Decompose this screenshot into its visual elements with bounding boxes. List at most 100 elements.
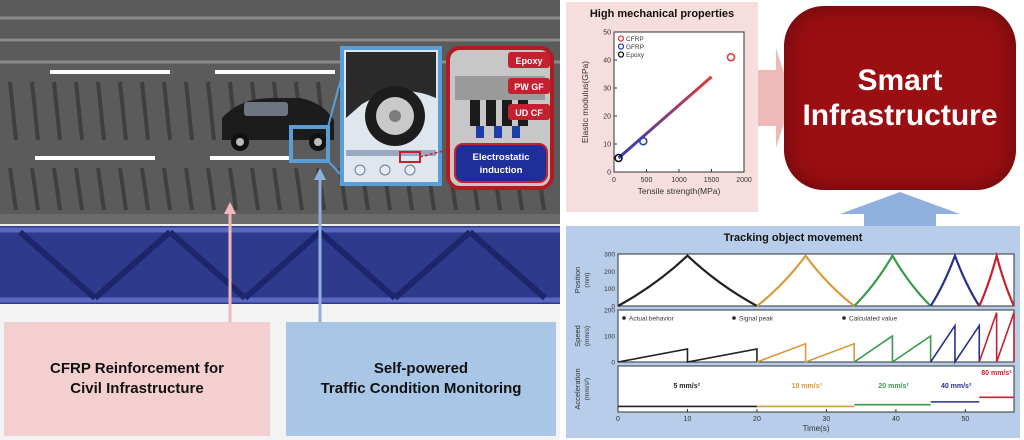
- y-tick-label: 20: [603, 114, 611, 121]
- car-icon: [222, 98, 334, 151]
- x-tick-label: 2000: [736, 177, 752, 184]
- legend-label: Epoxy: [626, 52, 645, 59]
- y-tick-label: 200: [604, 269, 615, 276]
- legend-marker: [617, 35, 625, 42]
- deck-slat: [8, 81, 18, 141]
- deck-slat: [206, 167, 216, 211]
- tire-zoom-inset: [340, 46, 456, 186]
- y-tick-label: 40: [603, 58, 611, 65]
- x-axis-label: Time(s): [803, 424, 830, 433]
- electrostatic-line-1: Electrostatic: [472, 152, 529, 163]
- data-point-epoxy: [614, 153, 623, 163]
- legend-label: Actual behavior: [629, 316, 675, 323]
- y-axis-label: Elastic modulus(GPa): [580, 61, 590, 143]
- y-axis-unit: (mm/s²): [584, 378, 591, 400]
- y-axis-unit: (mm/s): [584, 326, 591, 346]
- legend-marker: [617, 51, 625, 58]
- udcf-label: UD CF: [515, 108, 543, 118]
- sensor-highlight: [289, 125, 330, 163]
- y-axis-label: Acceleration: [573, 368, 582, 409]
- deck-slat: [272, 167, 282, 211]
- pwgf-tag: [508, 78, 550, 94]
- scatter-plot-area: [613, 31, 745, 173]
- tracking-title: Tracking object movement: [723, 232, 863, 244]
- y-axis-label: Position: [573, 267, 582, 294]
- deck-slat: [162, 167, 172, 211]
- accel-label: 20 mm/s²: [878, 383, 909, 390]
- electrostatic-line-2: induction: [480, 165, 523, 176]
- x-axis-label: Tensile strength(MPa): [638, 186, 721, 196]
- y-axis-label: Speed: [573, 325, 582, 347]
- pwgf-label: PW GF: [514, 82, 544, 92]
- deck-slat: [118, 167, 128, 211]
- accel-label: 80 mm/s²: [981, 370, 1012, 377]
- data-point-cfrp: [726, 52, 736, 62]
- x-tick-label: 1000: [671, 177, 687, 184]
- deck-slat: [52, 167, 62, 211]
- legend-marker: [732, 316, 736, 320]
- accel-label: 40 mm/s²: [941, 383, 972, 390]
- legend-marker: [842, 316, 846, 320]
- pink-arrow-to-smart: [758, 48, 792, 148]
- bridge-illustration: Epoxy PW GF UD CF Electrostatic inductio…: [0, 0, 560, 440]
- tracking-panel-2: [617, 365, 1015, 413]
- x-tick-label: 1500: [704, 177, 720, 184]
- udcf-tag: [508, 104, 550, 120]
- material-layer-inset: Epoxy PW GF UD CF Electrostatic inductio…: [446, 46, 554, 190]
- smart-infrastructure-label: Smart Infrastructure: [802, 63, 998, 132]
- y-tick-label: 10: [603, 142, 611, 149]
- x-tick-label: 0: [612, 177, 616, 184]
- deck-slat: [140, 167, 150, 211]
- legend-label: CFRP: [626, 36, 644, 43]
- deck-slat: [30, 81, 40, 141]
- legend-label: Calculated value: [849, 316, 897, 323]
- y-tick-label: 100: [604, 286, 615, 293]
- deck-slat: [30, 167, 40, 211]
- deck-slat: [52, 81, 62, 141]
- position-curve: [617, 254, 758, 307]
- deck-slat: [118, 81, 128, 141]
- position-curve: [756, 253, 855, 307]
- deck-slat: [228, 167, 238, 211]
- trend-line: [617, 75, 713, 160]
- cfrp-reinforcement-label: CFRP Reinforcement for Civil Infrastruct…: [50, 359, 224, 397]
- legend-label: GFRP: [626, 44, 644, 51]
- y-tick-label: 0: [611, 360, 615, 367]
- blue-arrow-to-smart: [840, 192, 960, 228]
- accel-label: 5 mm/s²: [673, 383, 700, 390]
- tracking-chart: Position(mm)0100200300Speed(mm/s)0100200…: [573, 251, 1015, 433]
- speed-curve: [853, 334, 932, 364]
- x-tick-label: 40: [892, 416, 900, 423]
- epoxy-label: Epoxy: [515, 56, 542, 66]
- position-curve: [853, 253, 932, 307]
- x-tick-label: 0: [616, 416, 620, 423]
- y-tick-label: 100: [604, 334, 615, 341]
- self-powered-label: Self-powered Traffic Condition Monitorin…: [320, 359, 522, 397]
- x-tick-label: 10: [684, 416, 692, 423]
- blue-arrow: [314, 168, 326, 322]
- self-powered-box: [286, 322, 556, 436]
- deck-slat: [206, 81, 216, 141]
- deck-slat: [294, 167, 304, 211]
- deck-slat: [184, 167, 194, 211]
- x-tick-label: 50: [961, 416, 969, 423]
- accel-label: 10 mm/s²: [792, 383, 823, 390]
- speed-curve: [929, 322, 981, 365]
- x-tick-label: 20: [753, 416, 761, 423]
- y-tick-label: 0: [611, 304, 615, 311]
- cfrp-box: [4, 322, 270, 436]
- legend-label: Signal peak: [739, 316, 774, 323]
- high-mechanical-title: High mechanical properties: [589, 8, 735, 20]
- smart-infrastructure-box: [784, 6, 1016, 190]
- deck-slat: [8, 167, 18, 211]
- y-tick-label: 0: [607, 170, 611, 177]
- speed-curve: [756, 342, 856, 364]
- y-tick-label: 30: [603, 86, 611, 93]
- pink-arrow: [224, 202, 236, 322]
- tracking-panel-0: [617, 253, 1015, 307]
- x-tick-label: 500: [641, 177, 653, 184]
- deck-slat: [96, 81, 106, 141]
- deck-slat: [162, 81, 172, 141]
- y-axis-unit: (mm): [584, 272, 591, 287]
